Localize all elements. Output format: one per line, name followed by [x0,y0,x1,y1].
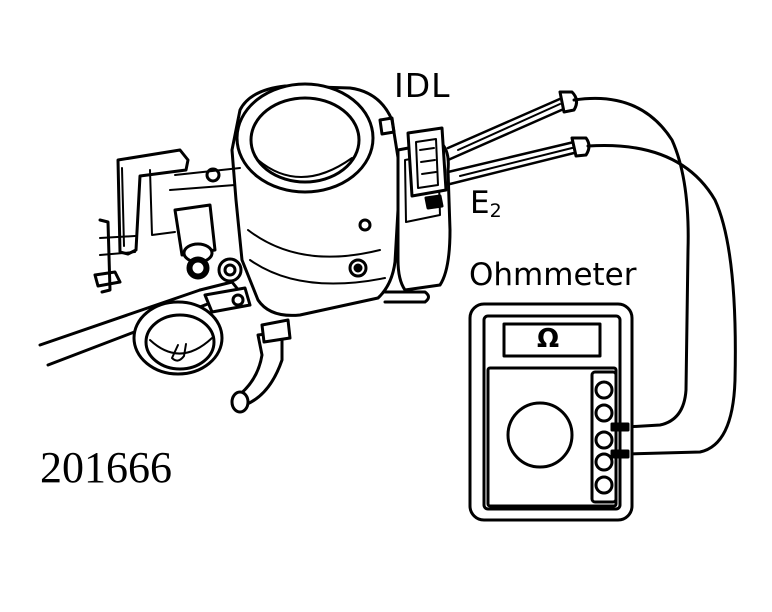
terminal-3 [594,430,614,450]
terminal-5 [594,475,614,495]
ohmmeter-dial [506,401,574,469]
terminal-1 [594,380,614,400]
figure-number: 201666 [40,443,172,492]
test-probe-lower [446,136,591,186]
ohmmeter [468,302,634,522]
test-lead-wires [572,96,737,456]
terminal-2 [594,403,614,423]
terminal-4 [594,452,614,472]
e2-subscript: 2 [489,200,502,222]
e2-letter: E [470,185,490,221]
e2-terminal-label: E2 [470,185,502,222]
ohmmeter-label: Ohmmeter [469,257,637,293]
throttle-position-sensor [396,126,452,292]
linkage-bracket [93,148,243,294]
idl-terminal-label: IDL [394,66,451,105]
throttle-body [205,82,430,317]
dashpot [132,286,252,376]
ohm-symbol: Ω [537,324,560,354]
ohmmeter-display [502,322,602,358]
test-probe-upper [446,90,579,162]
vacuum-hose-nipple [230,318,292,414]
